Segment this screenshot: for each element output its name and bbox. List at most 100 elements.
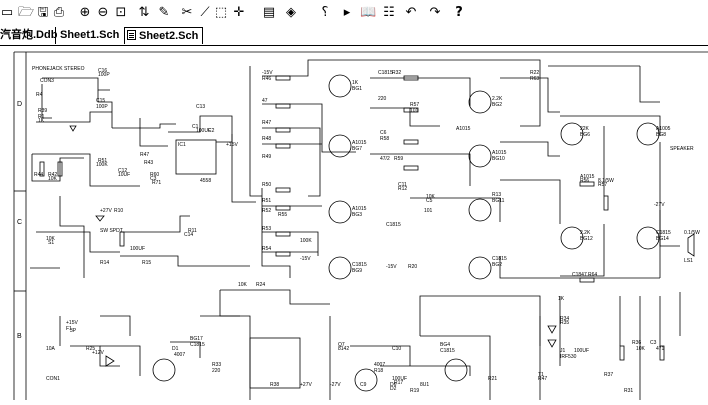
component-label: C11 xyxy=(398,182,407,188)
print-icon[interactable]: ⎙ xyxy=(53,5,65,20)
component-label: C3 xyxy=(650,340,657,346)
ground-symbol xyxy=(69,125,77,132)
component-label: R43 xyxy=(144,160,153,166)
redo-icon[interactable]: ↷ xyxy=(429,5,441,20)
component-label: C12 xyxy=(118,168,127,174)
component-label: C15 xyxy=(96,98,105,104)
component-label: 22K xyxy=(580,126,590,132)
library-icon[interactable]: ▤ xyxy=(262,5,276,20)
book-icon[interactable]: 📖 xyxy=(360,5,377,20)
component-label: 100P xyxy=(98,72,110,78)
component-label: Q7 xyxy=(338,342,345,348)
component-label: R11 xyxy=(188,228,197,234)
zoom-out-icon[interactable]: ⊖ xyxy=(97,5,109,20)
hierarchy-icon[interactable]: ⇅ xyxy=(138,5,150,20)
component-label: 47/2 xyxy=(380,156,390,162)
zone-label-b: B xyxy=(17,333,22,340)
component-label: R58 xyxy=(380,136,389,142)
component-label: J1 xyxy=(560,348,566,354)
help-icon[interactable]: ? xyxy=(455,5,463,20)
component-label: R33 xyxy=(212,362,221,368)
parameters-icon[interactable]: ☷ xyxy=(383,5,395,20)
component-label: R39 xyxy=(38,108,47,114)
component-label: BG4 xyxy=(440,342,450,348)
component-label: C14 xyxy=(184,232,193,238)
move-icon[interactable]: ✛ xyxy=(233,5,245,20)
component-label: 4007 xyxy=(374,362,385,368)
tab-sheet2[interactable]: Sheet2.Sch xyxy=(124,27,204,44)
component-label: -27V xyxy=(654,202,665,208)
component-label: 10UF xyxy=(118,172,130,178)
component-label: BG6 xyxy=(580,132,590,138)
zoom-fit-icon[interactable]: ⊡ xyxy=(115,5,127,20)
undo-icon[interactable]: ↶ xyxy=(405,5,417,20)
component-label: 8U1 xyxy=(420,382,429,388)
component-label: C10 xyxy=(392,346,401,352)
ground-symbol xyxy=(95,215,105,222)
wires xyxy=(30,59,681,400)
component-label: S1 xyxy=(48,240,54,246)
play-icon[interactable]: ▸ xyxy=(343,5,351,20)
pencil-icon[interactable]: ✎ xyxy=(158,5,170,20)
tab-project-ddb[interactable]: 汽音炮.Ddb xyxy=(0,29,58,41)
component-label: 8142 xyxy=(338,346,349,352)
component-label: A1015 xyxy=(492,150,507,156)
probe-icon[interactable]: ⸮ xyxy=(321,5,329,20)
component-label: 10K xyxy=(636,346,646,352)
zone-label-d: D xyxy=(17,101,22,108)
component-label: R53 xyxy=(262,226,271,232)
component-label: 1K xyxy=(558,296,565,302)
component-label: R37 xyxy=(604,372,613,378)
component-label: C9 xyxy=(360,382,367,388)
component-label: C16 xyxy=(98,68,107,74)
component-label: R25 xyxy=(86,346,95,352)
component-label: C1815 xyxy=(440,348,455,354)
component-label: 100K xyxy=(300,238,312,244)
component-label: R31 xyxy=(624,388,633,394)
component-label: C1815 xyxy=(352,262,367,268)
open-file-icon[interactable]: ▭ xyxy=(0,5,14,20)
component-label: 10A xyxy=(46,346,56,352)
browse-icon[interactable]: ◈ xyxy=(286,5,296,20)
component-label: R52 xyxy=(262,208,271,214)
component-label: C1815 xyxy=(492,256,507,262)
component-label: R38 xyxy=(270,382,279,388)
component-label: C1815 xyxy=(378,70,393,76)
component-label: 3P xyxy=(70,328,77,334)
component-label: D2 xyxy=(390,386,397,392)
component-label: R48 xyxy=(262,136,271,142)
tab-sheet1[interactable]: Sheet1.Sch xyxy=(55,27,123,44)
component-label: R4 xyxy=(36,92,43,98)
component-label: C13 xyxy=(196,104,205,110)
select-area-icon[interactable]: ⬚ xyxy=(214,5,228,20)
component-label: R60 xyxy=(150,172,159,178)
component-label: D6 xyxy=(390,382,397,388)
open-folder-icon[interactable]: 🗁 xyxy=(18,5,35,20)
component-label: R46 xyxy=(262,76,271,82)
component-label: R15 xyxy=(142,260,151,266)
component-label: R19 xyxy=(410,388,419,394)
component-label: 1K xyxy=(38,118,45,124)
schematic-sheet[interactable]: D C B xyxy=(0,46,708,400)
component-label: BG17 xyxy=(190,336,203,342)
component-label: +15V xyxy=(226,142,238,148)
resistors xyxy=(39,75,665,361)
wire-icon[interactable]: ⟋ xyxy=(200,5,210,20)
component-label: R59 xyxy=(394,156,403,162)
zoom-in-icon[interactable]: ⊕ xyxy=(79,5,91,20)
component-label: +15V xyxy=(66,320,78,326)
component-label: 10K xyxy=(48,176,58,182)
component-label: 471 xyxy=(656,346,665,352)
component-label: R71 xyxy=(152,180,161,186)
component-label: R24 xyxy=(256,282,265,288)
component-label: C1815 xyxy=(386,222,401,228)
component-label: +27V xyxy=(300,382,312,388)
component-label: D1 xyxy=(172,346,179,352)
cut-icon[interactable]: ✂ xyxy=(181,5,193,20)
ic1-4558-chip xyxy=(175,139,217,175)
save-icon[interactable]: 🖫 xyxy=(37,5,49,20)
component-label: R36 xyxy=(632,340,641,346)
component-label: R51 xyxy=(98,158,107,164)
schematic-canvas[interactable]: D C B xyxy=(0,46,708,400)
component-label: 100UF xyxy=(574,348,589,354)
